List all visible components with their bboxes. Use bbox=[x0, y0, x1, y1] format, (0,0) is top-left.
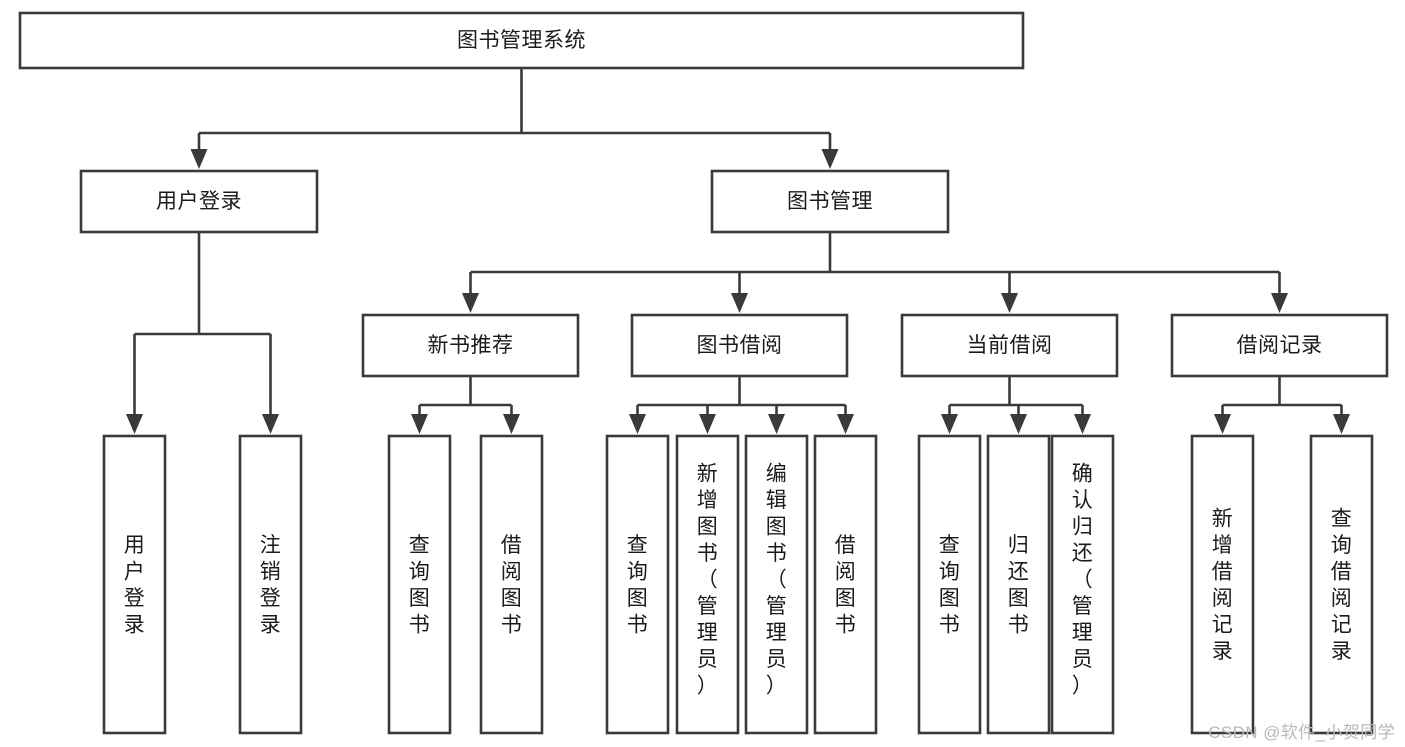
node-box-root[interactable] bbox=[18, 11, 1025, 70]
node-box-leaf-confirm-return[interactable] bbox=[1050, 434, 1115, 735]
node-leaf-confirm-return[interactable]: 确认归还（管理员） bbox=[1050, 434, 1115, 735]
arrow-head-icon bbox=[629, 414, 646, 434]
node-leaf-query-book-1[interactable]: 查询图书 bbox=[387, 434, 452, 735]
node-label-leaf-edit-book: 编辑图书（管理员） bbox=[766, 463, 788, 698]
node-current-borrow[interactable]: 当前借阅 bbox=[900, 313, 1119, 378]
arrow-head-icon bbox=[1010, 414, 1027, 434]
node-label-user-login: 用户登录 bbox=[156, 190, 242, 213]
node-box-leaf-edit-book[interactable] bbox=[744, 434, 809, 735]
node-leaf-add-book[interactable]: 新增图书（管理员） bbox=[675, 434, 740, 735]
node-box-leaf-user-login[interactable] bbox=[102, 434, 167, 735]
node-box-current-borrow[interactable] bbox=[900, 313, 1119, 378]
node-label-leaf-query-book-2: 查询图书 bbox=[627, 534, 649, 637]
node-label-leaf-query-book-1: 查询图书 bbox=[409, 534, 431, 637]
node-box-book-borrow[interactable] bbox=[630, 313, 849, 378]
node-label-book-manage: 图书管理 bbox=[787, 190, 873, 213]
arrow-head-icon bbox=[1074, 414, 1091, 434]
node-leaf-logout[interactable]: 注销登录 bbox=[238, 434, 303, 735]
node-box-leaf-query-record[interactable] bbox=[1309, 434, 1374, 735]
arrow-head-icon bbox=[699, 414, 716, 434]
node-leaf-borrow-book-2[interactable]: 借阅图书 bbox=[813, 434, 878, 735]
node-label-leaf-logout: 注销登录 bbox=[260, 534, 282, 637]
node-box-leaf-return-book[interactable] bbox=[986, 434, 1051, 735]
node-leaf-borrow-book-1[interactable]: 借阅图书 bbox=[479, 434, 544, 735]
arrow-head-icon bbox=[1333, 414, 1350, 434]
arrow-head-icon bbox=[126, 414, 143, 434]
connector-edges-layer bbox=[126, 68, 1350, 434]
node-label-borrow-record: 借阅记录 bbox=[1237, 334, 1323, 357]
arrow-head-icon bbox=[190, 149, 208, 169]
node-leaf-edit-book[interactable]: 编辑图书（管理员） bbox=[744, 434, 809, 735]
node-box-leaf-query-book-2[interactable] bbox=[605, 434, 670, 735]
node-box-leaf-add-book[interactable] bbox=[675, 434, 740, 735]
node-leaf-query-book-2[interactable]: 查询图书 bbox=[605, 434, 670, 735]
arrow-head-icon bbox=[821, 149, 839, 169]
arrow-head-icon bbox=[411, 414, 428, 434]
node-label-book-borrow: 图书借阅 bbox=[697, 334, 783, 357]
node-label-leaf-add-record: 新增借阅记录 bbox=[1212, 508, 1234, 664]
arrow-head-icon bbox=[462, 293, 479, 313]
arrow-head-icon bbox=[262, 414, 279, 434]
node-box-borrow-record[interactable] bbox=[1170, 313, 1389, 378]
node-book-borrow[interactable]: 图书借阅 bbox=[630, 313, 849, 378]
node-new-book-rec[interactable]: 新书推荐 bbox=[361, 313, 580, 378]
node-box-new-book-rec[interactable] bbox=[361, 313, 580, 378]
node-user-login[interactable]: 用户登录 bbox=[79, 169, 319, 234]
node-leaf-return-book[interactable]: 归还图书 bbox=[986, 434, 1051, 735]
node-book-manage[interactable]: 图书管理 bbox=[710, 169, 950, 234]
node-label-leaf-return-book: 归还图书 bbox=[1008, 534, 1030, 637]
node-box-book-manage[interactable] bbox=[710, 169, 950, 234]
node-label-leaf-borrow-book-2: 借阅图书 bbox=[835, 534, 857, 637]
node-boxes-layer: 图书管理系统用户登录图书管理新书推荐图书借阅当前借阅借阅记录用户登录注销登录查询… bbox=[18, 11, 1389, 735]
node-box-leaf-query-book-1[interactable] bbox=[387, 434, 452, 735]
node-label-leaf-query-record: 查询借阅记录 bbox=[1331, 508, 1353, 664]
arrow-head-icon bbox=[1271, 293, 1288, 313]
arrow-head-icon bbox=[1001, 293, 1018, 313]
node-root[interactable]: 图书管理系统 bbox=[18, 11, 1025, 70]
node-box-leaf-borrow-book-2[interactable] bbox=[813, 434, 878, 735]
node-label-root: 图书管理系统 bbox=[457, 29, 586, 52]
node-leaf-query-book-3[interactable]: 查询图书 bbox=[917, 434, 982, 735]
node-label-new-book-rec: 新书推荐 bbox=[428, 334, 514, 357]
arrow-head-icon bbox=[731, 293, 748, 313]
node-box-leaf-query-book-3[interactable] bbox=[917, 434, 982, 735]
node-leaf-query-record[interactable]: 查询借阅记录 bbox=[1309, 434, 1374, 735]
node-box-leaf-add-record[interactable] bbox=[1190, 434, 1255, 735]
node-label-leaf-borrow-book-1: 借阅图书 bbox=[501, 534, 523, 637]
node-label-leaf-query-book-3: 查询图书 bbox=[939, 534, 961, 637]
arrow-head-icon bbox=[1214, 414, 1231, 434]
arrow-head-icon bbox=[503, 414, 520, 434]
node-label-leaf-user-login: 用户登录 bbox=[124, 534, 146, 637]
node-leaf-add-record[interactable]: 新增借阅记录 bbox=[1190, 434, 1255, 735]
node-borrow-record[interactable]: 借阅记录 bbox=[1170, 313, 1389, 378]
arrow-head-icon bbox=[837, 414, 854, 434]
node-label-leaf-confirm-return: 确认归还（管理员） bbox=[1072, 463, 1094, 698]
node-box-leaf-borrow-book-1[interactable] bbox=[479, 434, 544, 735]
node-label-leaf-add-book: 新增图书（管理员） bbox=[697, 463, 719, 698]
node-box-user-login[interactable] bbox=[79, 169, 319, 234]
node-label-current-borrow: 当前借阅 bbox=[967, 334, 1053, 357]
arrow-head-icon bbox=[768, 414, 785, 434]
arrow-head-icon bbox=[941, 414, 958, 434]
node-box-leaf-logout[interactable] bbox=[238, 434, 303, 735]
node-leaf-user-login[interactable]: 用户登录 bbox=[102, 434, 167, 735]
